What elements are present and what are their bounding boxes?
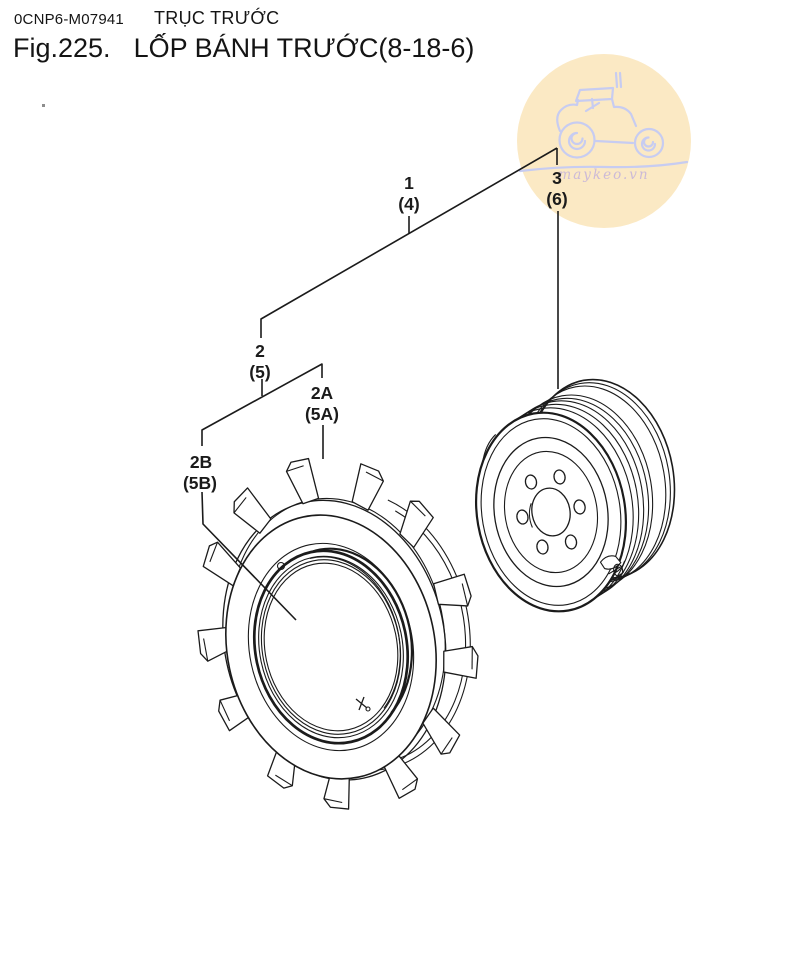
part-number: 2A (311, 383, 334, 403)
figure-title: LỐP BÁNH TRƯỚC(8-18-6) (133, 33, 475, 63)
section-title: TRỤC TRƯỚC (153, 8, 280, 28)
part-number: 2B (190, 452, 212, 472)
tractor-icon (518, 71, 689, 173)
part-number: 2 (255, 341, 265, 361)
part-ref: (5A) (305, 404, 339, 424)
rim-center-hole (528, 485, 574, 539)
rim-front-flange (461, 401, 641, 624)
bolt-hole (573, 499, 586, 515)
rim-valve-hole (613, 564, 624, 577)
bolt-hole (536, 539, 549, 555)
tire-sidewall (202, 495, 460, 798)
part-number: 1 (404, 173, 414, 193)
bolt-hole (524, 474, 537, 490)
tire-drawing (197, 457, 480, 810)
rim-center-hole-arc (527, 503, 535, 527)
tire-lug (392, 494, 436, 550)
rim-disc-edge (482, 428, 619, 595)
figure-heading: Fig.225. LỐP BÁNH TRƯỚC(8-18-6) (13, 33, 474, 64)
bolt-hole (553, 469, 566, 485)
part-label-2b: 2B (5B) (183, 452, 217, 493)
rim-bolt-holes (510, 467, 592, 558)
rim-top-contour (478, 434, 500, 463)
part-ref: (6) (546, 189, 567, 209)
tire-lug (229, 486, 273, 542)
part-label-1: 1 (4) (398, 173, 419, 214)
part-ref: (5B) (183, 473, 217, 493)
leader-2a-2b (202, 364, 322, 446)
part-label-2: 2 (5) (249, 341, 270, 382)
rim-bottom-contour (613, 561, 627, 573)
bolt-hole (516, 509, 529, 525)
part-ref: (4) (398, 194, 419, 214)
tube-valve-stem (356, 697, 367, 710)
tire-far-bead (310, 535, 426, 723)
watermark: maykeo.vn (517, 54, 691, 228)
tire-tube-line (249, 551, 413, 744)
rim-disc-step (495, 444, 607, 580)
part-ref: (5) (249, 362, 270, 382)
part-labels: 1 (4) 3 (6) 2 (5) 2A (5A) 2B (5B) (183, 168, 568, 493)
document-code: 0CNP6-M07941 (14, 11, 124, 28)
rim-bead-seat (467, 407, 636, 616)
part-label-2a: 2A (5A) (305, 383, 339, 424)
tire-lug (431, 571, 475, 617)
leader-1-2-3 (261, 148, 557, 338)
tube-valve-tip (366, 707, 370, 711)
rim-drawing (457, 368, 694, 624)
tire-lug (284, 457, 320, 507)
tube-valve-hole (278, 563, 285, 570)
bolt-hole (564, 534, 577, 550)
leader-lines (202, 148, 558, 620)
part-label-3: 3 (6) (546, 168, 567, 209)
part-number: 3 (552, 168, 562, 188)
page-header: 0CNP6-M07941 TRỤC TRƯỚC (14, 8, 279, 29)
rim-valve-tab (600, 554, 622, 570)
tire-far-bead-inner (310, 544, 413, 717)
figure-number: Fig.225. (13, 33, 111, 63)
line-art (197, 148, 694, 810)
stray-dot (42, 104, 45, 107)
watermark-text: maykeo.vn (558, 167, 649, 183)
tire-lug (441, 638, 480, 681)
leader-2b-to-tube (202, 492, 296, 620)
